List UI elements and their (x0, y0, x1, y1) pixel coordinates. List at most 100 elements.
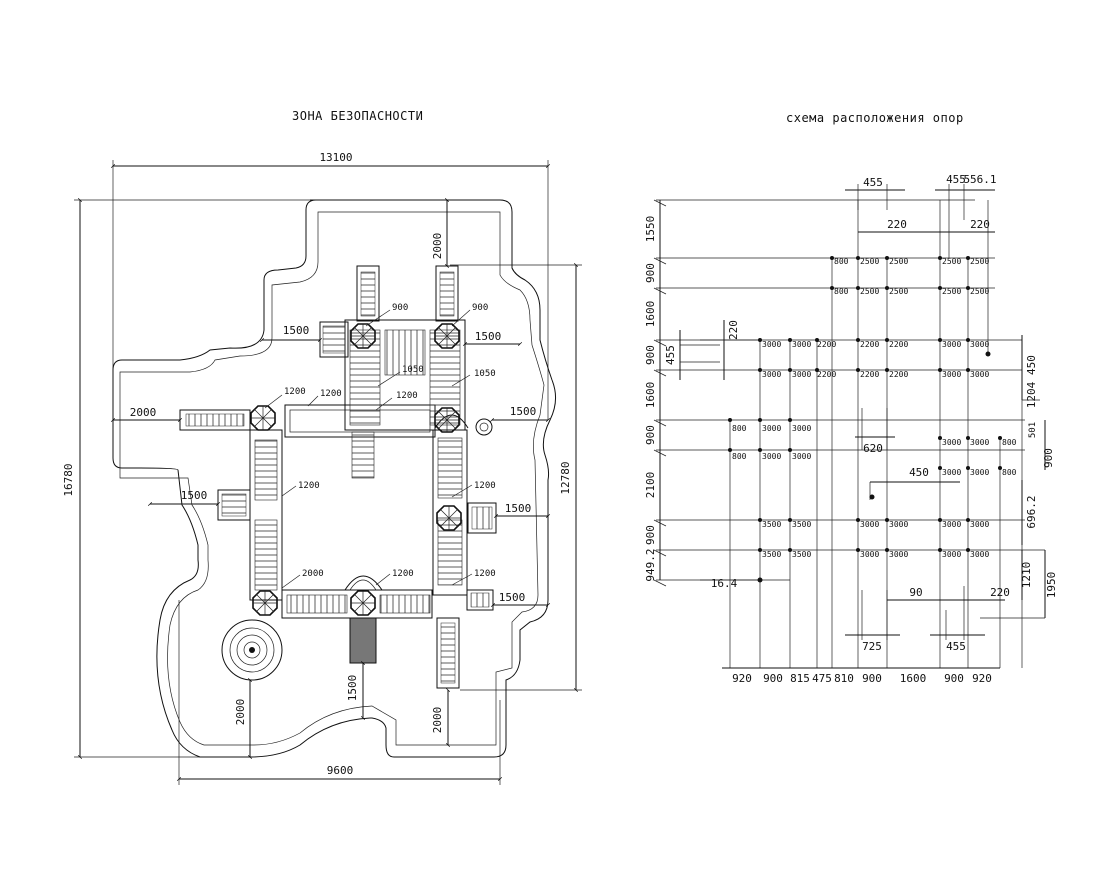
dim-top-556-1: 556.1 (963, 173, 996, 186)
dim-right-1204: 1204 (1025, 381, 1038, 408)
pillar-label: 2500 (970, 287, 989, 296)
dim-left-5: 900 (644, 425, 657, 445)
pillar-label: 3000 (970, 550, 989, 559)
pillar-label: 3000 (762, 452, 781, 461)
pillar-label: 3000 (942, 438, 961, 447)
dim-left-8: 949.2 (644, 548, 657, 581)
pillar-row-4: 800 3000 3000 3000 3000 800 (728, 418, 1017, 447)
dim-bottom-right-offset: 2000 (431, 707, 444, 734)
dim-side-right-mid: 1500 (510, 405, 537, 418)
dim-inner-220: 220 (990, 586, 1010, 599)
dim-top-455-a: 455 (863, 176, 883, 189)
dim-right-501: 501 (1028, 422, 1038, 438)
module-labels: 900 900 1050 1050 1200 1200 1200 1200 12… (264, 303, 496, 589)
pillar-label: 3000 (762, 370, 781, 379)
pillar-label: 2500 (889, 287, 908, 296)
label-bridge-mid-1: 1050 (402, 365, 424, 375)
pillar-label: 3500 (762, 550, 781, 559)
inner-dims: 620 450 725 455 90 220 (845, 408, 1010, 653)
safety-zone-title: ЗОНА БЕЗОПАСНОСТИ (292, 109, 424, 123)
label-right-2: 1200 (474, 569, 496, 579)
dim-bottom-920-b: 920 (972, 672, 992, 685)
dim-left-1: 900 (644, 263, 657, 283)
dim-inner-455: 455 (946, 640, 966, 653)
pillar-label: 3000 (792, 340, 811, 349)
dim-top-455-b: 455 (946, 173, 966, 186)
pillar-label: 3500 (792, 550, 811, 559)
dim-bottom-810: 810 (834, 672, 854, 685)
dim-small-220: 220 (727, 320, 740, 340)
label-bottom-mid: 1200 (392, 569, 414, 579)
pillar-label: 3000 (970, 438, 989, 447)
dim-small-16-4: 16.4 (711, 577, 738, 590)
top-dims: 455 455 556.1 220 220 (845, 173, 997, 355)
dim-right-1950: 1950 (1045, 572, 1058, 599)
dim-side-right-upper: 1500 (475, 330, 502, 343)
pillar-label: 2500 (942, 287, 961, 296)
dim-bottom-900-a: 900 (763, 672, 783, 685)
pillar-label: 3000 (942, 340, 961, 349)
pillar-label: 3000 (942, 550, 961, 559)
bottom-dim-chain: 920 900 815 475 810 900 1600 900 920 (722, 667, 1000, 685)
pillar-label: 2200 (889, 340, 908, 349)
dim-inner-725: 725 (862, 640, 882, 653)
pillar-label: 2200 (817, 370, 836, 379)
dim-side-right-lower: 1500 (505, 502, 532, 515)
pillar-label: 3000 (970, 340, 989, 349)
offset-dims: 2000 2000 2000 2000 1500 1500 1500 1500 … (110, 197, 551, 760)
pillar-label: 3000 (942, 520, 961, 529)
label-tower-ne: 900 (472, 303, 488, 313)
pillar-label: 3000 (762, 424, 781, 433)
pillar-row-2: 3000 3000 2200 2200 2200 3000 3000 (758, 338, 989, 349)
pillar-label: 3000 (792, 424, 811, 433)
label-bottom-left: 2000 (302, 569, 324, 579)
right-dims: 450 1204 501 900 696.2 1210 1950 (980, 335, 1058, 619)
tower-roofs (250, 323, 462, 616)
pillar-label: 3000 (889, 550, 908, 559)
dim-right-1210: 1210 (1020, 562, 1033, 589)
dim-bottom-920-a: 920 (732, 672, 752, 685)
label-left-3: 1200 (298, 481, 320, 491)
pillar-row-6: 3500 3500 3000 3000 3000 3000 (758, 518, 989, 529)
pillar-label: 3000 (860, 520, 879, 529)
dim-left-7: 900 (644, 525, 657, 545)
pillar-label: 3500 (792, 520, 811, 529)
dim-right-450: 450 (1025, 355, 1038, 375)
pillar-label: 3000 (889, 520, 908, 529)
pillar-row-5: 800 3000 3000 3000 3000 800 (728, 448, 1017, 477)
dim-inner-450: 450 (909, 466, 929, 479)
dim-stair-bottom: 1500 (346, 675, 359, 702)
pillar-label: 2200 (860, 340, 879, 349)
pillar-label: 800 (1002, 438, 1017, 447)
dim-inner-620: 620 (863, 442, 883, 455)
pillar-label: 2500 (860, 287, 879, 296)
pillar-label: 3000 (942, 370, 961, 379)
dim-bottom-815: 815 (790, 672, 810, 685)
dim-side-left-lower: 1500 (181, 489, 208, 502)
dim-top-220-a: 220 (887, 218, 907, 231)
supports-layout-title: схема расположения опор (786, 111, 964, 125)
dim-bottom-900-c: 900 (944, 672, 964, 685)
pillar-label: 800 (834, 287, 849, 296)
pillar-label: 3000 (970, 520, 989, 529)
pillar-row-1: 800 2500 2500 2500 2500 (830, 286, 989, 296)
pillar-label: 800 (834, 257, 849, 266)
label-left-1: 1200 (284, 387, 306, 397)
dim-side-left-upper: 1500 (283, 324, 310, 337)
dim-top-220-b: 220 (970, 218, 990, 231)
dim-side-right-bottom: 1500 (499, 591, 526, 604)
dim-top-offset: 2000 (431, 233, 444, 260)
dim-right-900: 900 (1042, 448, 1055, 468)
pillar-row-0: 800 2500 2500 2500 2500 (830, 256, 989, 266)
dim-left-0: 1550 (644, 216, 657, 243)
label-center-top: 1200 (396, 391, 418, 401)
pillar-label: 3500 (762, 520, 781, 529)
pillar-label: 3000 (970, 468, 989, 477)
dim-left-3: 900 (644, 345, 657, 365)
pillar-label: 3000 (792, 370, 811, 379)
dim-inner-height: 12780 (450, 262, 582, 693)
pillar-label: 800 (732, 424, 747, 433)
label-tower-nw: 900 (392, 303, 408, 313)
pillar-label: 2200 (860, 370, 879, 379)
dim-overall-width-label: 13100 (319, 151, 352, 164)
